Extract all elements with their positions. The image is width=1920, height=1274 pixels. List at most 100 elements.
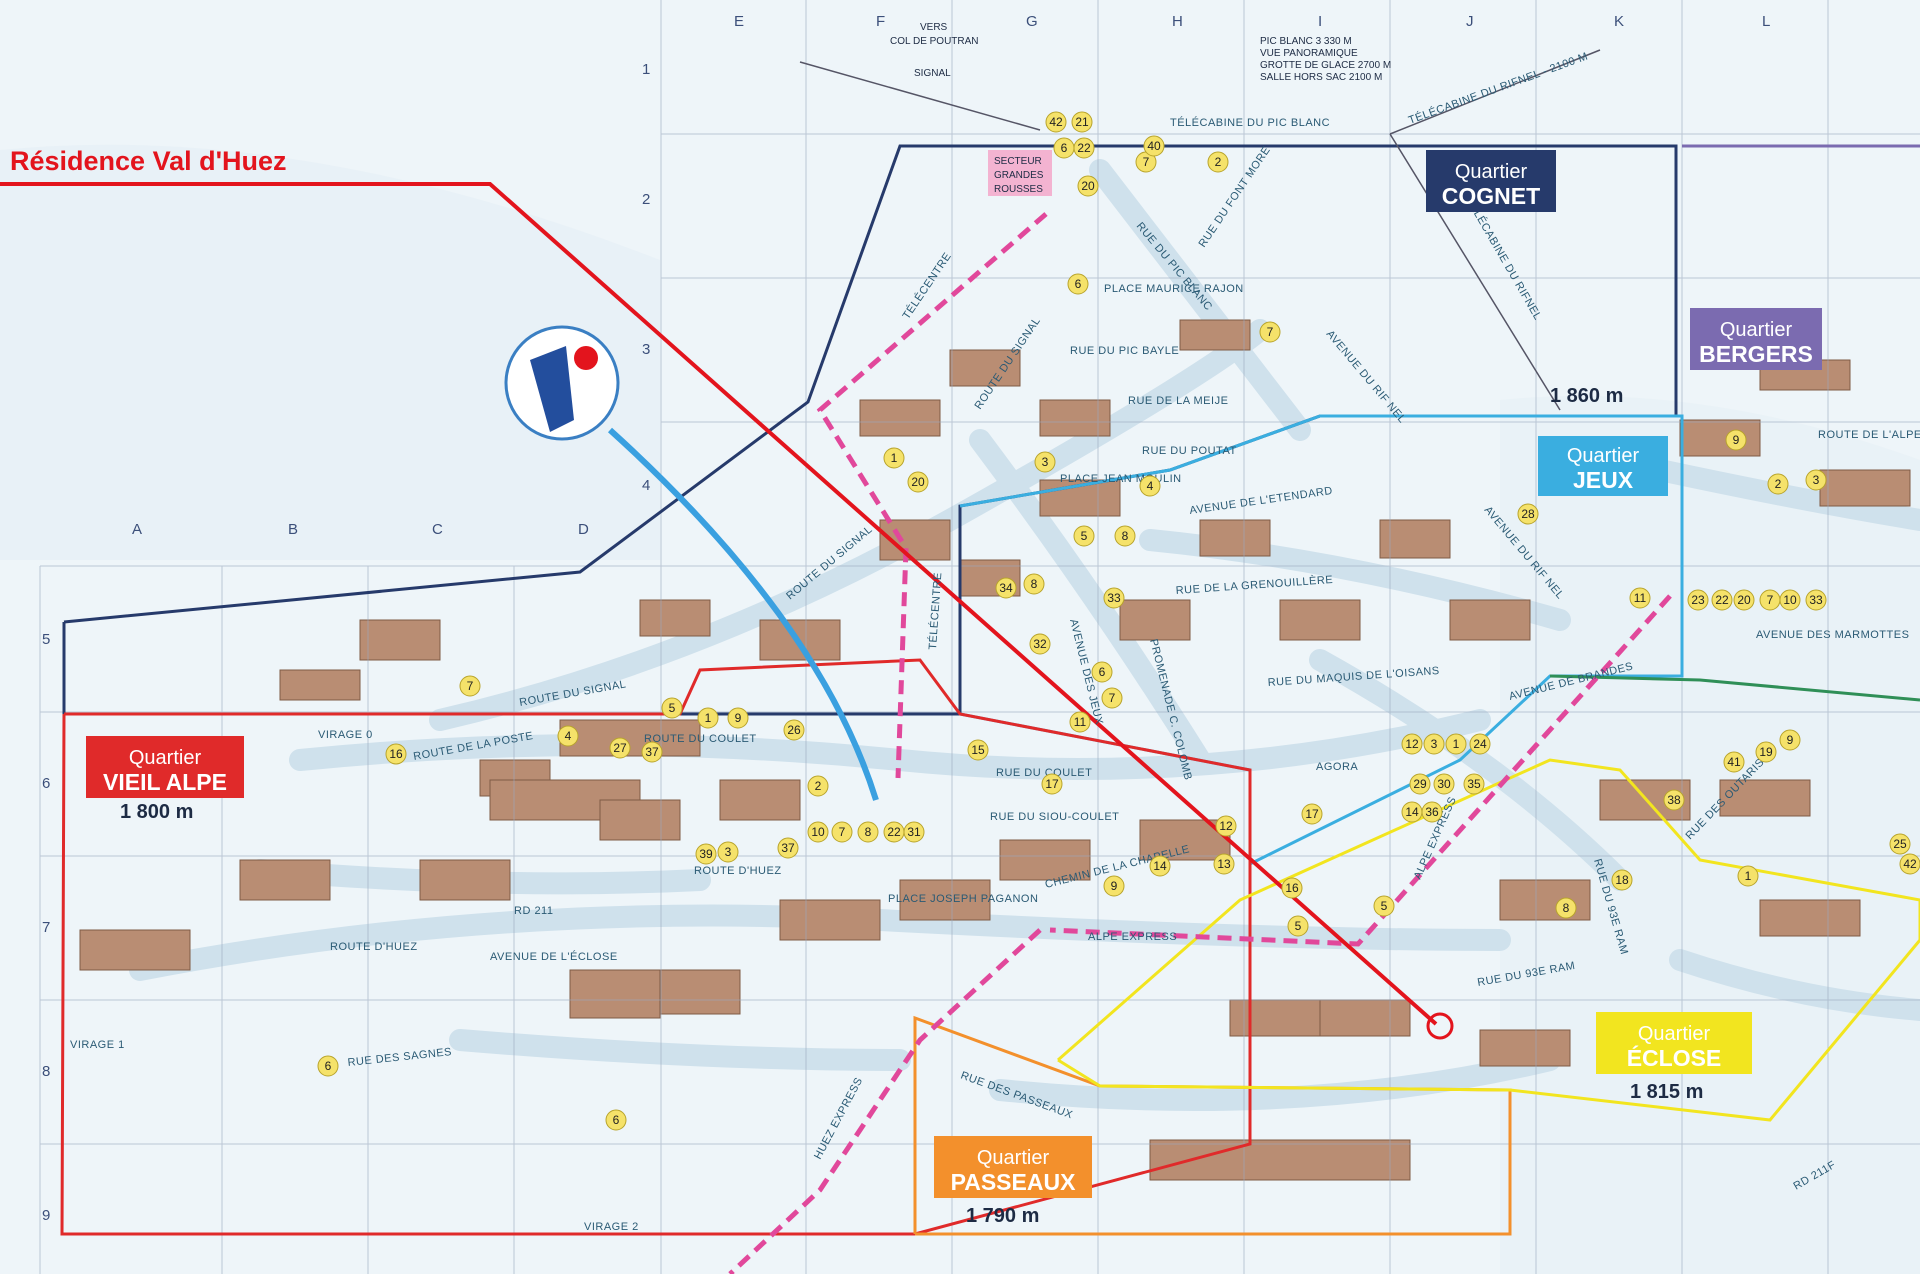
number-marker[interactable] [1029,633,1051,655]
tourist-office-logo[interactable] [504,325,620,441]
number-marker[interactable] [807,775,829,797]
number-marker[interactable] [1041,773,1063,795]
number-marker[interactable] [1034,451,1056,473]
number-marker[interactable] [1215,815,1237,837]
number-marker[interactable] [1301,803,1323,825]
number-marker[interactable] [1517,503,1539,525]
altitude-vieil-alpe: 1 800 m [120,801,193,823]
number-marker[interactable] [1611,869,1633,891]
number-marker[interactable] [557,725,579,747]
number-marker[interactable] [857,821,879,843]
vers-label: VERS [920,22,948,33]
number-marker[interactable] [1725,429,1747,451]
number-marker[interactable] [1101,687,1123,709]
number-marker[interactable] [1023,573,1045,595]
number-marker[interactable] [783,719,805,741]
number-marker-label: 40 [1147,139,1161,153]
number-marker[interactable] [1281,877,1303,899]
number-marker[interactable] [1401,733,1423,755]
number-marker[interactable] [1805,589,1827,611]
number-marker[interactable] [317,1055,339,1077]
number-marker[interactable] [1779,729,1801,751]
number-marker[interactable] [1889,833,1911,855]
number-marker[interactable] [1423,733,1445,755]
number-marker[interactable] [1663,789,1685,811]
number-marker[interactable] [807,821,829,843]
number-marker[interactable] [385,743,407,765]
number-marker[interactable] [831,821,853,843]
svg-text:ÉCLOSE: ÉCLOSE [1627,1044,1722,1071]
number-marker[interactable] [1069,711,1091,733]
number-marker[interactable] [907,471,929,493]
number-marker[interactable] [1629,587,1651,609]
number-marker[interactable] [609,737,631,759]
number-marker[interactable] [1071,111,1093,133]
number-marker[interactable] [1463,773,1485,795]
number-marker[interactable] [1077,175,1099,197]
quartier-label-bergers[interactable]: Quartier BERGERS [1690,308,1822,370]
number-marker[interactable] [605,1109,627,1131]
number-marker[interactable] [1805,469,1827,491]
street-label: AVENUE DES MARMOTTES [1756,629,1909,641]
number-marker[interactable] [1143,135,1165,157]
number-marker[interactable] [1445,733,1467,755]
number-marker[interactable] [727,707,749,729]
number-marker[interactable] [1711,589,1733,611]
number-marker[interactable] [1899,853,1920,875]
number-marker[interactable] [1114,525,1136,547]
number-marker[interactable] [1213,853,1235,875]
quartier-label-jeux[interactable]: Quartier JEUX [1538,436,1668,496]
number-marker[interactable] [1421,801,1443,823]
number-marker[interactable] [1067,273,1089,295]
svg-text:Quartier: Quartier [1720,319,1793,341]
number-marker[interactable] [1045,111,1067,133]
number-marker[interactable] [1755,741,1777,763]
number-marker-label: 30 [1437,777,1451,791]
number-marker[interactable] [1287,915,1309,937]
number-marker[interactable] [1767,473,1789,495]
number-marker[interactable] [1103,875,1125,897]
number-marker[interactable] [1139,475,1161,497]
number-marker[interactable] [1733,589,1755,611]
number-marker-label: 3 [1431,737,1438,751]
number-marker[interactable] [1373,895,1395,917]
number-marker[interactable] [661,697,683,719]
quartier-label-cognet[interactable]: Quartier COGNET [1426,150,1556,212]
number-marker[interactable] [1687,589,1709,611]
hotel-marker[interactable] [1426,1012,1454,1040]
number-marker-label: 42 [1049,115,1063,129]
number-marker[interactable] [903,821,925,843]
number-marker[interactable] [697,707,719,729]
number-marker[interactable] [1555,897,1577,919]
number-marker[interactable] [777,837,799,859]
quartier-label-vieil-alpe[interactable]: Quartier VIEIL ALPE [86,736,244,798]
number-marker[interactable] [1779,589,1801,611]
grid-col-label: I [1318,13,1322,30]
number-marker[interactable] [1737,865,1759,887]
number-marker[interactable] [883,447,905,469]
number-marker[interactable] [1409,773,1431,795]
grid-row-label: 4 [642,477,650,494]
number-marker[interactable] [995,577,1017,599]
number-marker[interactable] [967,739,989,761]
number-marker[interactable] [1207,151,1229,173]
number-marker[interactable] [1723,751,1745,773]
number-marker-label: 2 [1775,477,1782,491]
quartier-label-passeaux[interactable]: Quartier PASSEAUX [934,1136,1092,1198]
number-marker[interactable] [695,843,717,865]
number-marker[interactable] [1091,661,1113,683]
number-marker[interactable] [1259,321,1281,343]
number-marker[interactable] [1103,587,1125,609]
number-marker[interactable] [1149,855,1171,877]
number-marker[interactable] [459,675,481,697]
number-marker[interactable] [1073,525,1095,547]
number-marker[interactable] [1469,733,1491,755]
number-marker[interactable] [1073,137,1095,159]
number-marker[interactable] [717,841,739,863]
quartier-label-eclose[interactable]: Quartier ÉCLOSE [1596,1012,1752,1074]
number-marker[interactable] [641,741,663,763]
boundary-eclose [1057,758,1920,1122]
number-marker[interactable] [1433,773,1455,795]
number-marker-label: 25 [1893,837,1907,851]
svg-text:VIEIL ALPE: VIEIL ALPE [103,769,227,795]
